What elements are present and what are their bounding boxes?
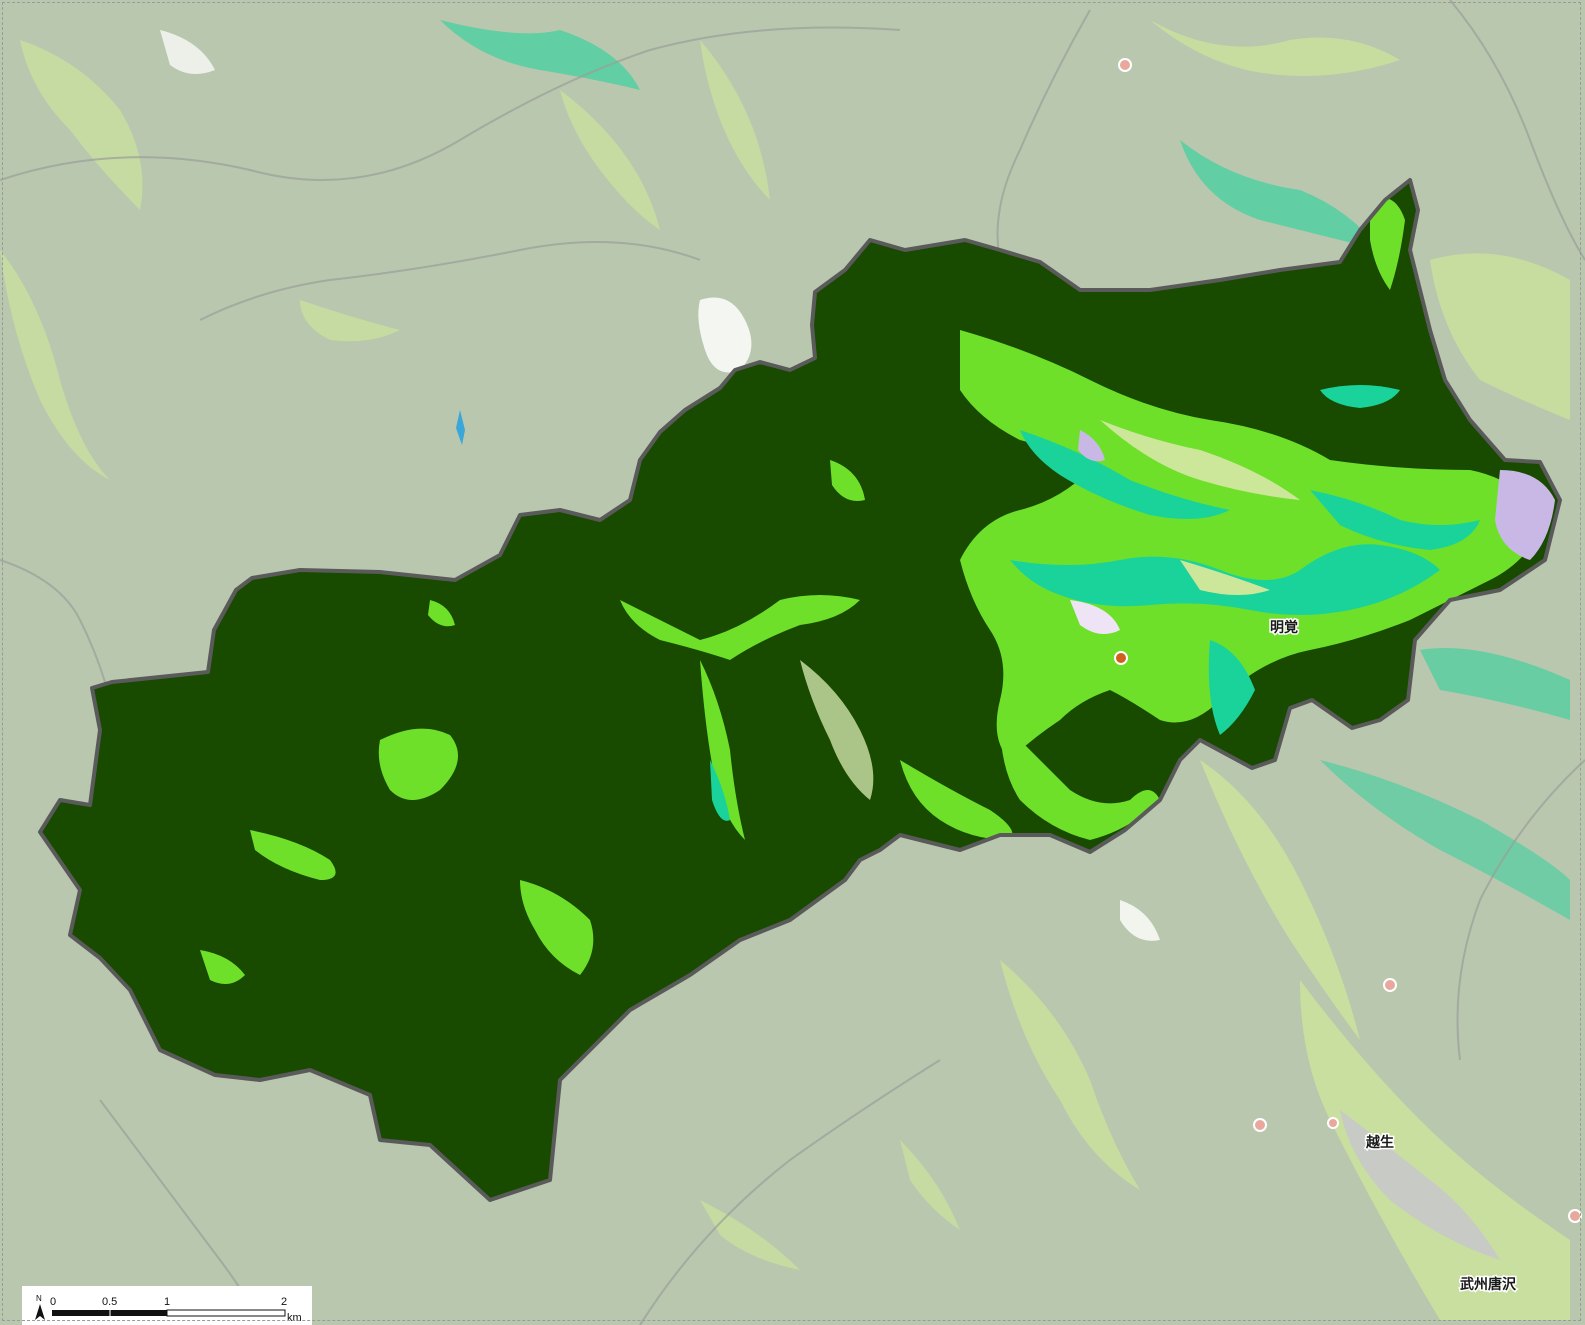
scale-tick-0: 0 <box>50 1296 56 1308</box>
scale-bar: N 0 0.5 1 2 km <box>22 1286 312 1325</box>
scale-tick-1: 1 <box>164 1296 170 1308</box>
marker-point[interactable] <box>1118 58 1132 72</box>
marker-point[interactable] <box>1327 1117 1339 1129</box>
scale-bar-white-segment <box>166 1309 286 1317</box>
background-landuse <box>0 20 1570 1320</box>
marker-point[interactable] <box>1383 978 1397 992</box>
scale-unit: km <box>287 1312 302 1324</box>
place-label-myokaku[interactable]: 明覚 <box>1269 618 1300 638</box>
place-label-bushu-karasawa[interactable]: 武州唐沢 <box>1459 1275 1519 1295</box>
scale-bar-panel <box>22 1286 312 1325</box>
north-arrow-icon <box>35 1304 45 1320</box>
point-markers <box>1114 58 1582 1223</box>
marker-point[interactable] <box>1114 651 1128 665</box>
north-arrow-label: N <box>36 1294 42 1303</box>
scale-tick-2: 2 <box>281 1296 287 1308</box>
place-label-ogose[interactable]: 越生 <box>1364 1133 1396 1153</box>
marker-point[interactable] <box>1253 1118 1267 1132</box>
scale-tick-0-5: 0.5 <box>102 1296 117 1308</box>
study-area-landuse <box>200 197 1555 984</box>
marker-point[interactable] <box>1568 1209 1582 1223</box>
